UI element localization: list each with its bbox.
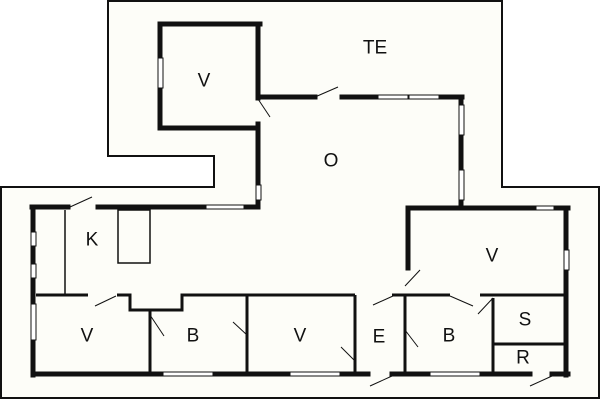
room-label-bad-right: B [442,325,456,347]
interior-walls [36,209,566,372]
windows [30,57,570,377]
room-label-vaerelse-top: V [197,70,211,92]
room-label-vaerelse-left: V [80,325,94,347]
room-label-redskab: R [516,347,530,369]
room-label-koekken: K [85,229,99,251]
room-label-entre: E [372,326,386,348]
room-label-vaerelse-mid: V [293,325,307,347]
room-label-bad-left: B [186,325,200,347]
room-label-terrasse: TE [362,37,388,59]
room-label-opholdsstue: O [323,150,339,172]
room-label-skab: S [518,309,532,331]
room-label-vaerelse-right: V [485,245,499,267]
doors [69,86,553,387]
